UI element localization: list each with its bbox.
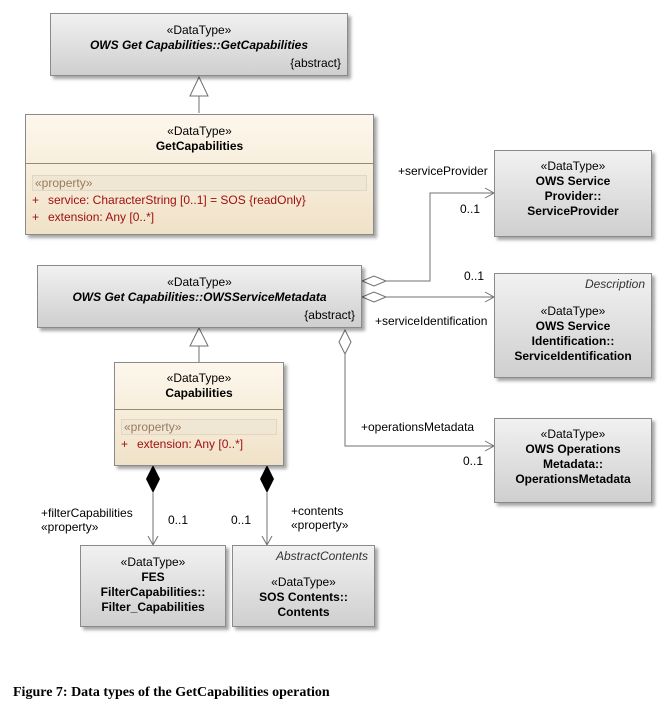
class-ows-getcapabilities[interactable]: «DataType» OWS Get Capabilities::GetCapa… — [50, 13, 348, 76]
class-operations-metadata[interactable]: «DataType» OWS Operations Metadata:: Ope… — [494, 418, 652, 503]
property-section-label: «property» — [32, 175, 367, 191]
class-capabilities[interactable]: «DataType» Capabilities «property» +exte… — [114, 362, 284, 466]
aggregation-diamond — [338, 328, 352, 356]
abstract-contents-label: AbstractContents — [275, 549, 368, 563]
association-operations-metadata — [344, 354, 494, 447]
class-name-line: Metadata:: — [542, 457, 603, 471]
role-service-identification: +serviceIdentification — [375, 314, 488, 328]
stereotype: «DataType» — [540, 159, 606, 173]
property-section-label: «property» — [121, 419, 277, 435]
multiplicity-service-identification: 0..1 — [464, 269, 485, 283]
class-name-line: OWS Service — [535, 319, 611, 333]
attribute-row[interactable]: +extension: Any [0..*] — [32, 210, 155, 224]
class-name: OWS Get Capabilities::OWSServiceMetadata — [72, 290, 327, 304]
aggregation-diamond — [360, 275, 388, 287]
class-name-line: FilterCapabilities:: — [100, 585, 206, 599]
class-service-identification[interactable]: Description «DataType» OWS Service Ident… — [494, 273, 652, 378]
stereotype: «DataType» — [540, 304, 606, 318]
class-name-line: OperationsMetadata — [515, 472, 631, 486]
stereotype: «DataType» — [166, 371, 232, 385]
role-contents: +contents — [291, 504, 344, 518]
class-name-line: FES — [141, 570, 165, 584]
multiplicity-service-provider: 0..1 — [460, 202, 481, 216]
multiplicity-contents: 0..1 — [231, 513, 252, 527]
class-name-line: SOS Contents:: — [259, 590, 348, 604]
abstract-constraint: {abstract} — [290, 56, 341, 70]
stereotype-contents: «property» — [291, 518, 349, 532]
class-name: OWS Get Capabilities::GetCapabilities — [89, 38, 309, 52]
multiplicity-filter-capabilities: 0..1 — [168, 513, 189, 527]
class-name-line: Filter_Capabilities — [101, 600, 205, 614]
class-name: Capabilities — [165, 386, 233, 400]
class-contents[interactable]: AbstractContents «DataType» SOS Contents… — [232, 545, 375, 627]
class-service-provider[interactable]: «DataType» OWS Service Provider:: Servic… — [494, 150, 652, 237]
multiplicity-operations-metadata: 0..1 — [463, 454, 484, 468]
stereotype: «DataType» — [166, 23, 232, 37]
stereotype: «DataType» — [271, 575, 336, 589]
role-service-provider: +serviceProvider — [398, 164, 488, 178]
role-operations-metadata: +operationsMetadata — [361, 420, 475, 434]
description-label: Description — [584, 277, 645, 291]
stereotype: «DataType» — [120, 555, 186, 569]
composition-diamond — [146, 465, 160, 493]
generalization-arrow — [189, 75, 209, 97]
class-name-line: ServiceProvider — [527, 204, 619, 218]
association-service-provider — [386, 192, 493, 282]
role-filter-capabilities: +filterCapabilities — [41, 506, 133, 520]
class-filter-capabilities[interactable]: «DataType» FES FilterCapabilities:: Filt… — [80, 545, 226, 627]
class-name-line: OWS Service — [535, 174, 611, 188]
attribute-row[interactable]: +service: CharacterString [0..1] = SOS {… — [32, 193, 306, 207]
class-name-line: Identification:: — [531, 334, 615, 348]
attribute-row[interactable]: +extension: Any [0..*] — [121, 437, 244, 451]
aggregation-diamond — [360, 291, 388, 303]
stereotype-filter-capabilities: «property» — [41, 520, 99, 534]
compartment-separator — [115, 409, 283, 410]
class-name-line: Provider:: — [544, 189, 602, 203]
class-name-line: OWS Operations — [525, 442, 621, 456]
stereotype: «DataType» — [167, 124, 232, 138]
generalization-arrow — [189, 326, 209, 347]
stereotype: «DataType» — [167, 275, 232, 289]
composition-diamond — [260, 465, 274, 493]
abstract-constraint: {abstract} — [304, 308, 355, 322]
figure-caption: Figure 7: Data types of the GetCapabilit… — [13, 685, 330, 700]
compartment-separator — [26, 163, 373, 164]
stereotype: «DataType» — [540, 427, 606, 441]
class-name-line: Contents — [277, 605, 330, 619]
class-getcapabilities[interactable]: «DataType» GetCapabilities «property» +s… — [25, 114, 374, 235]
class-name-line: ServiceIdentification — [514, 349, 632, 363]
class-name: GetCapabilities — [155, 139, 244, 153]
class-ows-service-metadata[interactable]: «DataType» OWS Get Capabilities::OWSServ… — [37, 265, 362, 328]
